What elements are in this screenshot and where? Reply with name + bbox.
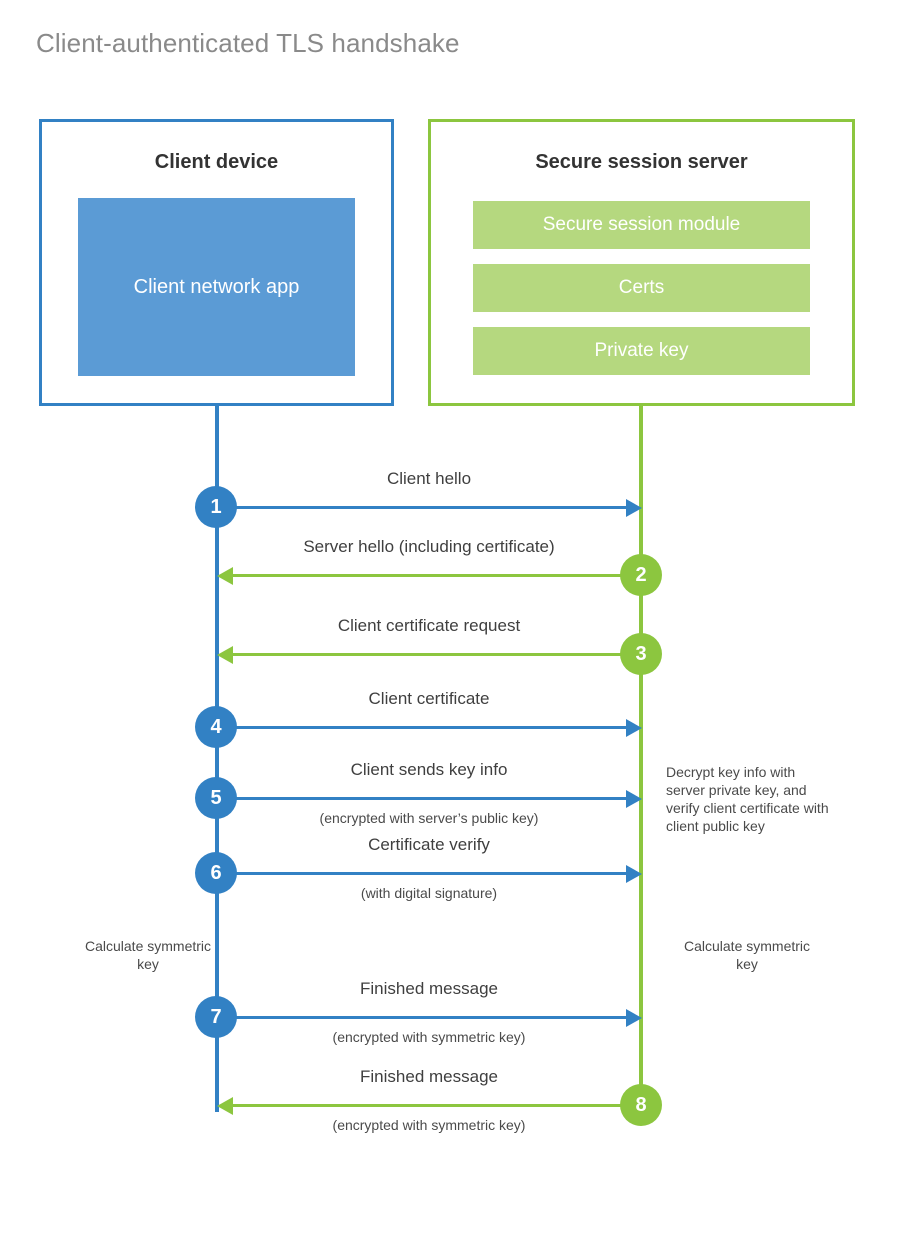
step-marker-7[interactable]: 7 (195, 996, 237, 1038)
message-label-1: Client hello (386, 469, 472, 488)
message-arrow-line-5 (217, 797, 630, 800)
message-arrow-line-4 (217, 726, 630, 729)
secure-session-server-box: Secure session server Secure session mod… (428, 119, 855, 406)
arrow-head-left-icon (217, 567, 233, 585)
message-arrow-line-6 (217, 872, 630, 875)
message-label-4: Client certificate (368, 689, 490, 708)
message-sublabel-6: (with digital signature) (360, 885, 498, 901)
arrow-head-left-icon (217, 1097, 233, 1115)
message-sublabel-7: (encrypted with symmetric key) (332, 1029, 526, 1045)
message-label-8: Finished message (360, 1067, 498, 1086)
message-arrow-line-1 (217, 506, 630, 509)
note-server-calculate-symmetric-key: Calculate symmetric key (683, 938, 811, 972)
client-lifeline (215, 404, 219, 1112)
server-lifeline (639, 404, 643, 1106)
arrow-head-right-icon (626, 499, 642, 517)
step-marker-3[interactable]: 3 (620, 633, 662, 675)
message-label-2: Server hello (including certificate) (303, 537, 555, 556)
page-title: Client-authenticated TLS handshake (36, 28, 460, 58)
server-component-certs: Certs (473, 264, 810, 312)
note-client-calculate-symmetric-key: Calculate symmetric key (84, 938, 212, 972)
step-marker-4[interactable]: 4 (195, 706, 237, 748)
step-marker-6[interactable]: 6 (195, 852, 237, 894)
step-marker-2[interactable]: 2 (620, 554, 662, 596)
arrow-head-right-icon (626, 719, 642, 737)
server-component-private-key: Private key (473, 327, 810, 375)
message-sublabel-5: (encrypted with server’s public key) (319, 810, 539, 826)
arrow-head-right-icon (626, 865, 642, 883)
note-server-decrypt: Decrypt key info with server private key… (666, 764, 829, 834)
message-label-6: Certificate verify (368, 835, 490, 854)
client-device-title: Client device (154, 151, 279, 173)
message-sublabel-8: (encrypted with symmetric key) (332, 1117, 526, 1133)
step-marker-8[interactable]: 8 (620, 1084, 662, 1126)
message-arrow-line-8 (228, 1104, 641, 1107)
message-label-5: Client sends key info (350, 760, 508, 779)
arrow-head-right-icon (626, 790, 642, 808)
message-label-7: Finished message (360, 979, 498, 998)
step-marker-1[interactable]: 1 (195, 486, 237, 528)
message-label-3: Client certificate request (337, 616, 521, 635)
client-device-box: Client device Client network app (39, 119, 394, 406)
message-arrow-line-7 (217, 1016, 630, 1019)
arrow-head-left-icon (217, 646, 233, 664)
message-arrow-line-3 (228, 653, 641, 656)
message-arrow-line-2 (228, 574, 641, 577)
client-network-app-block: Client network app (78, 198, 355, 376)
step-marker-5[interactable]: 5 (195, 777, 237, 819)
server-component-secure-session-module: Secure session module (473, 201, 810, 249)
arrow-head-right-icon (626, 1009, 642, 1027)
secure-session-server-title: Secure session server (535, 151, 748, 173)
